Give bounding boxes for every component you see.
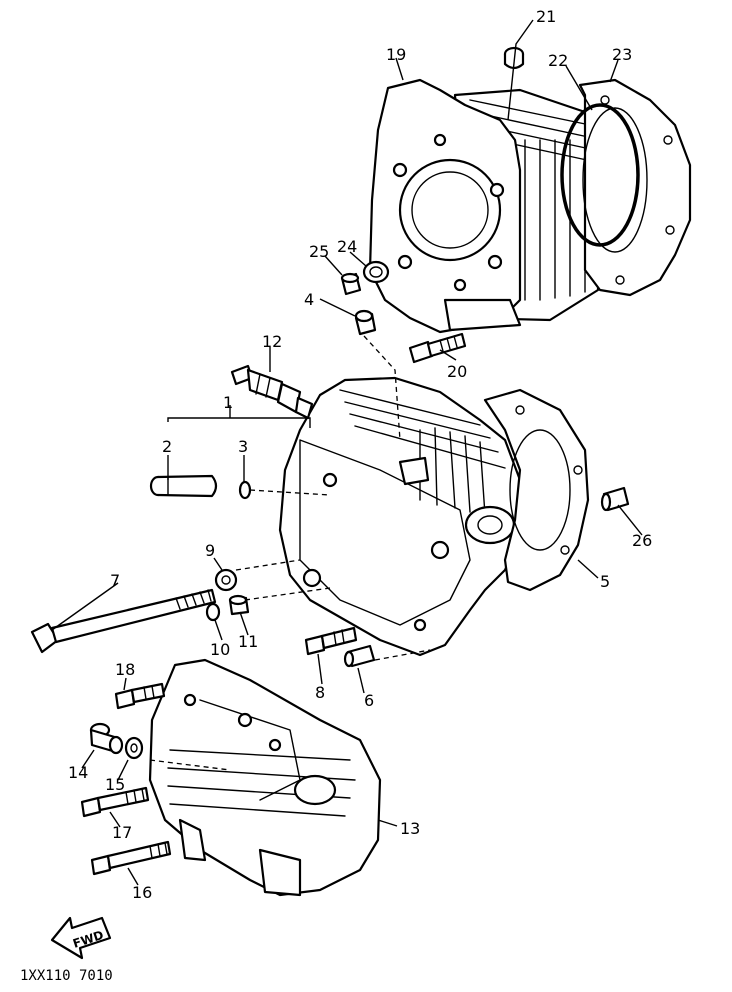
dowel-pin-part-4 <box>354 309 377 336</box>
cylinder-head-cover-part-13 <box>148 658 382 897</box>
dowel-pin-part-25 <box>340 272 362 296</box>
callout-15: 15 <box>105 775 125 794</box>
callout-8: 8 <box>315 683 325 702</box>
cylinder-head-part <box>278 376 522 657</box>
bolt-part-17 <box>80 786 150 818</box>
circlip-part-3 <box>238 480 252 500</box>
callout-21: 21 <box>536 7 556 26</box>
bolt-part-8 <box>304 626 358 656</box>
callout-14: 14 <box>68 763 88 782</box>
gasket-part-15 <box>124 736 144 760</box>
callout-2: 2 <box>162 437 172 456</box>
callout-13: 13 <box>400 819 420 838</box>
callout-17: 17 <box>112 823 132 842</box>
spark-plug-part-12 <box>230 364 314 420</box>
washer-part-9 <box>214 568 238 592</box>
callout-7: 7 <box>110 571 120 590</box>
bolt-part-20 <box>408 332 467 364</box>
callout-4: 4 <box>304 290 314 309</box>
callout-24: 24 <box>337 237 357 256</box>
callout-18: 18 <box>115 660 135 679</box>
bolt-part-16 <box>90 840 172 876</box>
forward-arrow-icon: FWD <box>50 916 112 960</box>
callout-10: 10 <box>210 640 230 659</box>
head-gasket-part-5 <box>483 388 590 592</box>
bolt-part-18 <box>114 682 166 710</box>
callout-20: 20 <box>447 362 467 381</box>
callout-9: 9 <box>205 541 215 560</box>
callout-1: 1 <box>223 393 233 412</box>
alignment-lines <box>149 335 431 771</box>
o-ring-part-10 <box>205 602 221 622</box>
callout-23: 23 <box>612 45 632 64</box>
callout-5: 5 <box>600 572 610 591</box>
callout-26: 26 <box>632 531 652 550</box>
dowel-pin-part-6 <box>343 644 376 668</box>
callout-22: 22 <box>548 51 568 70</box>
leader-lines <box>51 19 643 886</box>
o-ring-part-22 <box>560 103 640 247</box>
cylinder-head-gasket-part-23 <box>578 78 692 297</box>
diagram-code: 1XX110 7010 <box>20 968 113 984</box>
plug-part-14 <box>89 722 124 755</box>
callout-11: 11 <box>238 632 258 651</box>
callout-25: 25 <box>309 242 329 261</box>
dowel-pin-part-11 <box>228 594 250 616</box>
oil-seal-part-24 <box>362 260 390 284</box>
callout-6: 6 <box>364 691 374 710</box>
valve-guide-part-2 <box>149 474 218 498</box>
callout-labels: 21 19 22 23 25 24 4 12 20 1 2 3 26 9 7 5… <box>68 7 652 902</box>
callout-19: 19 <box>386 45 406 64</box>
callout-12: 12 <box>262 332 282 351</box>
callout-3: 3 <box>238 437 248 456</box>
long-bolt-part-7 <box>30 588 217 654</box>
callout-16: 16 <box>132 883 152 902</box>
dowel-pin-part-26 <box>600 486 630 512</box>
